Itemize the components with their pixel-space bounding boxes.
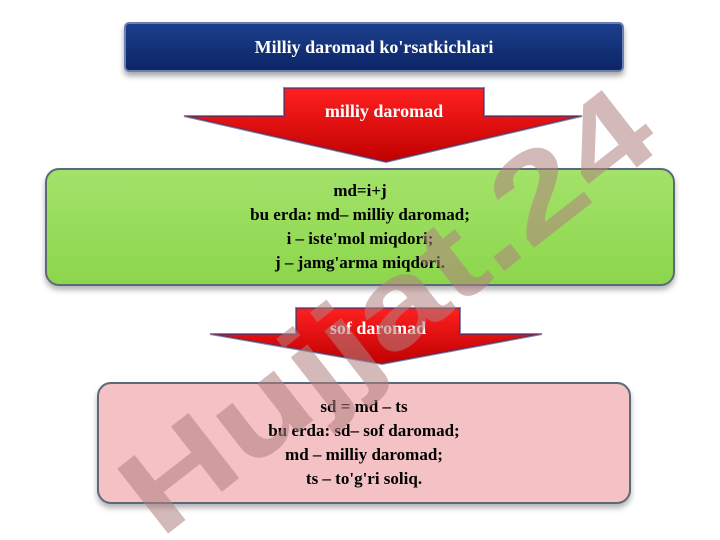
- national-income-box: md=i+j bu erda: md– milliy daromad; i – …: [45, 168, 675, 286]
- down-arrow-2: [209, 307, 543, 366]
- definition-line: j – jamg'arma miqdori.: [275, 253, 445, 272]
- diagram-title-text: Milliy daromad ko'rsatkichlari: [254, 36, 494, 57]
- arrow-label-1: milliy daromad: [324, 100, 444, 121]
- definition-line: md – milliy daromad;: [285, 445, 443, 464]
- definition-line: ts – to'g'ri soliq.: [305, 469, 423, 488]
- net-income-box: sd = md – ts bu erda: sd– sof daromad; m…: [97, 382, 631, 504]
- definition-line: bu erda: sd– sof daromad;: [268, 421, 460, 440]
- diagram-title: Milliy daromad ko'rsatkichlari: [124, 22, 624, 72]
- definition-line: bu erda: md– milliy daromad;: [250, 205, 470, 224]
- formula-line: sd = md – ts: [320, 397, 408, 416]
- arrow-label-2: sof daromad: [329, 317, 427, 338]
- down-arrow-1: [183, 87, 583, 164]
- definition-line: i – iste'mol miqdori;: [286, 229, 434, 248]
- formula-line: md=i+j: [333, 181, 387, 200]
